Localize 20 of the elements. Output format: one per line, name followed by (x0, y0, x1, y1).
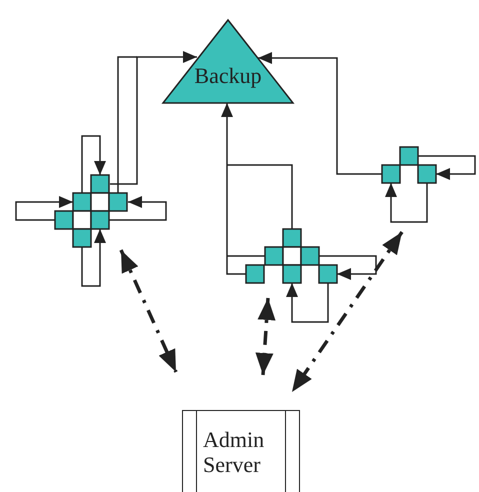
arrow (110, 51, 197, 185)
arrow (221, 103, 246, 275)
arrow (15, 196, 73, 221)
arrow (319, 255, 377, 280)
arrow (81, 135, 106, 193)
square-cluster (246, 229, 337, 283)
arrow (109, 196, 167, 221)
server-box (182, 410, 300, 492)
arrow (258, 52, 382, 175)
arrow (255, 298, 276, 376)
arrow (290, 231, 404, 393)
arrow (286, 283, 329, 323)
arrow (385, 183, 428, 223)
node-label: Admin Server (203, 427, 266, 478)
square-cluster (55, 175, 128, 247)
arrow (119, 249, 178, 373)
arrow (418, 155, 476, 180)
square-cluster (382, 147, 436, 183)
node-label: Backup (193, 63, 263, 88)
arrow (81, 229, 106, 287)
